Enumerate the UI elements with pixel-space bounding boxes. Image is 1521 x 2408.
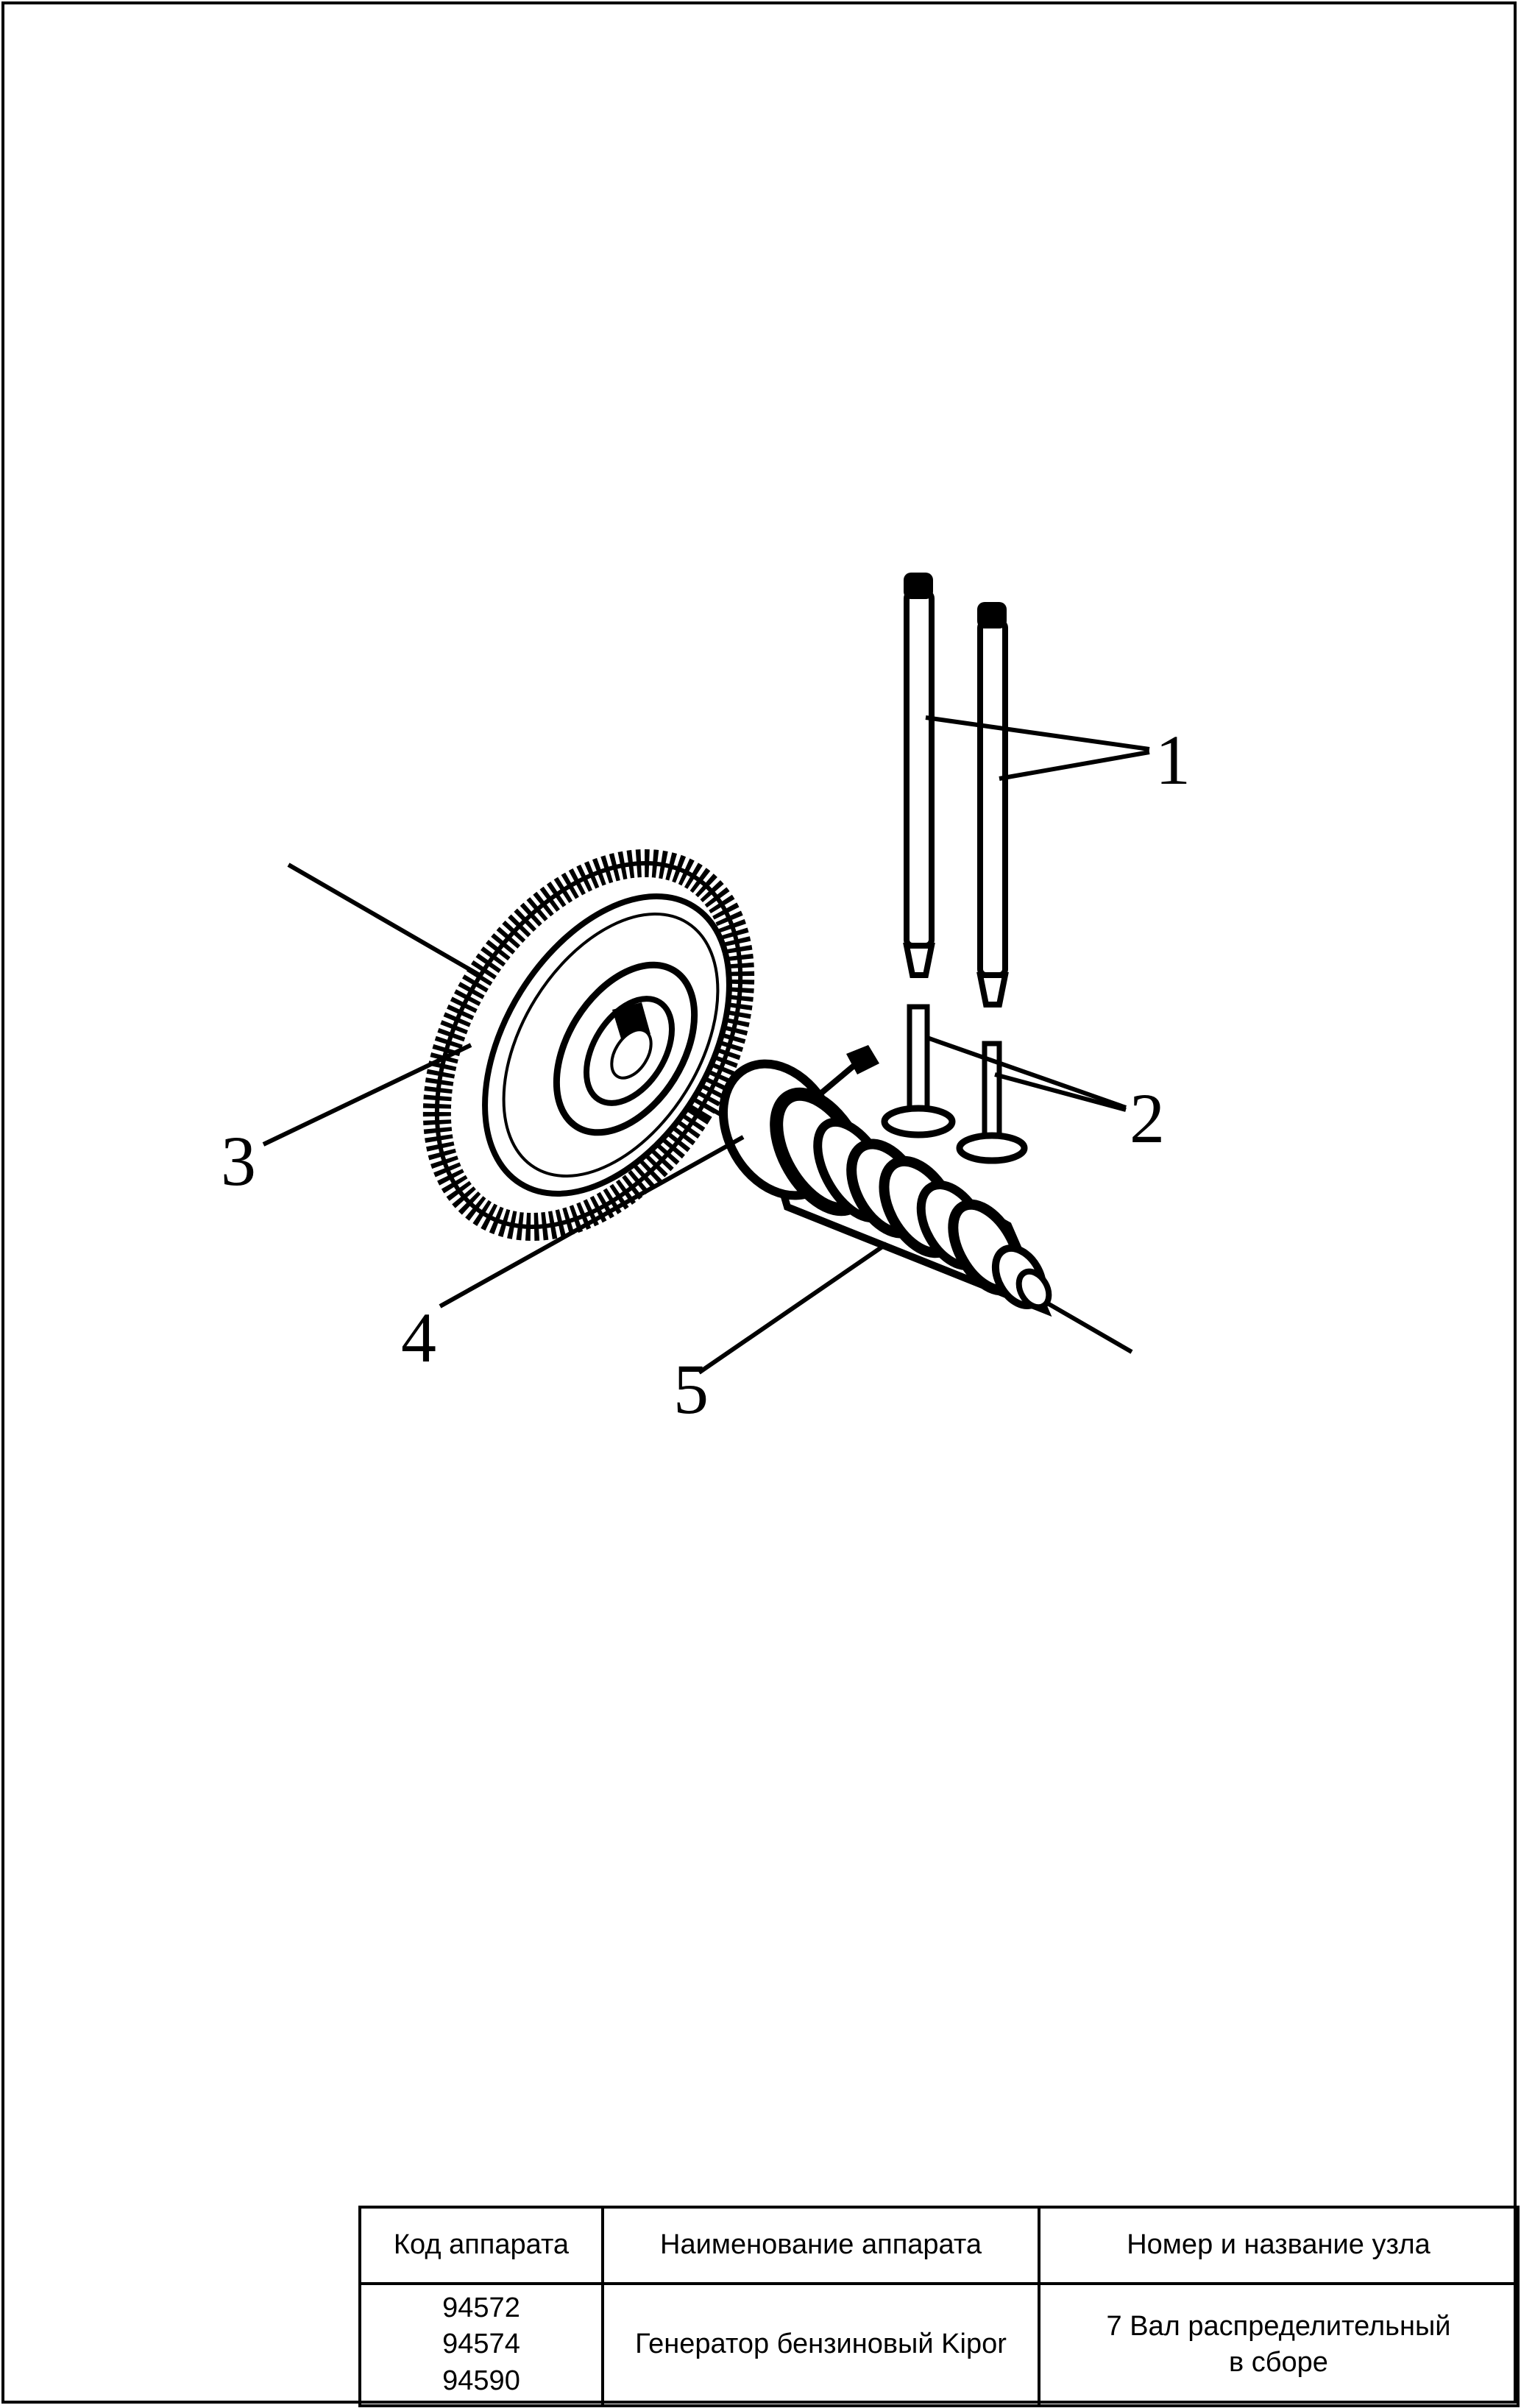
apparatus-codes-cell: 94572 94574 94590 — [358, 2282, 604, 2407]
part-5-camshaft — [718, 1059, 1052, 1317]
callout-4-label: 4 — [401, 1298, 436, 1377]
title-block-header-row: Код аппарата Наименование аппарата Номер… — [358, 2206, 1520, 2285]
apparatus-name-value: Генератор бензиновый Kipor — [601, 2282, 1040, 2407]
callout-3-label: 3 — [221, 1122, 256, 1200]
assembly-name-value: 7 Вал распределительный в сборе — [1038, 2282, 1520, 2407]
leader-lines — [262, 715, 1150, 1375]
header-assembly-name: Номер и название узла — [1038, 2206, 1520, 2285]
header-apparatus-code: Код аппарата — [358, 2206, 604, 2285]
apparatus-code: 94572 — [442, 2292, 520, 2323]
part-3-gear — [422, 849, 755, 1242]
header-apparatus-name: Наименование аппарата — [601, 2206, 1040, 2285]
apparatus-code: 94590 — [442, 2365, 520, 2396]
part-2-tappets — [881, 1004, 1028, 1164]
title-block-table: Код аппарата Наименование аппарата Номер… — [358, 2206, 1520, 2407]
callout-5-label: 5 — [673, 1350, 709, 1428]
callout-2-label: 2 — [1130, 1079, 1165, 1158]
title-block-value-row: 94572 94574 94590 Генератор бензиновый K… — [358, 2282, 1520, 2407]
apparatus-code: 94574 — [442, 2329, 520, 2360]
part-1-push-rods — [903, 573, 1009, 1008]
part-4-key — [813, 1045, 879, 1101]
callout-1-label: 1 — [1155, 720, 1191, 799]
